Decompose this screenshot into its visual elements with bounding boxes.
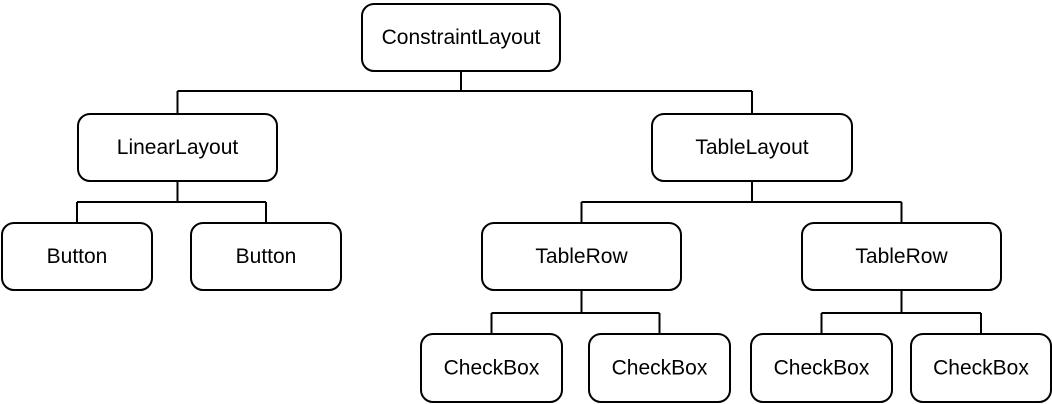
- node-checkbox-1: CheckBox: [420, 333, 563, 403]
- node-box: [361, 3, 561, 72]
- node-button-1: Button: [1, 222, 153, 291]
- node-box: [77, 113, 278, 182]
- node-box: [651, 113, 853, 182]
- diagram-edges: [76, 71, 982, 334]
- node-label: ConstraintLayout: [382, 26, 541, 49]
- node-box: [1, 222, 153, 291]
- node-table-row-1: TableRow: [481, 222, 682, 291]
- node-box: [801, 222, 1002, 291]
- node-constraint-layout: ConstraintLayout: [361, 3, 561, 72]
- node-label: Button: [47, 245, 108, 268]
- edge-constraint-layout: [176, 71, 753, 114]
- node-box: [420, 333, 563, 403]
- node-table-row-2: TableRow: [801, 222, 1002, 291]
- node-box: [588, 333, 731, 403]
- node-box: [481, 222, 682, 291]
- node-label: TableRow: [535, 245, 628, 268]
- edge-table-row-2: [820, 290, 982, 334]
- node-label: CheckBox: [444, 357, 540, 380]
- node-box: [750, 333, 893, 403]
- node-button-2: Button: [190, 222, 342, 291]
- node-label: TableLayout: [695, 136, 808, 159]
- node-checkbox-2: CheckBox: [588, 333, 731, 403]
- node-label: CheckBox: [933, 357, 1029, 380]
- node-table-layout: TableLayout: [651, 113, 853, 182]
- node-box: [190, 222, 342, 291]
- edge-table-layout: [580, 181, 903, 223]
- node-checkbox-3: CheckBox: [750, 333, 893, 403]
- node-checkbox-4: CheckBox: [910, 333, 1052, 403]
- edge-linear-layout: [76, 181, 267, 223]
- node-label: Button: [236, 245, 297, 268]
- node-label: CheckBox: [774, 357, 870, 380]
- node-label: CheckBox: [612, 357, 708, 380]
- node-label: LinearLayout: [117, 136, 239, 159]
- node-box: [910, 333, 1052, 403]
- node-linear-layout: LinearLayout: [77, 113, 278, 182]
- node-label: TableRow: [855, 245, 948, 268]
- edge-table-row-1: [490, 290, 661, 334]
